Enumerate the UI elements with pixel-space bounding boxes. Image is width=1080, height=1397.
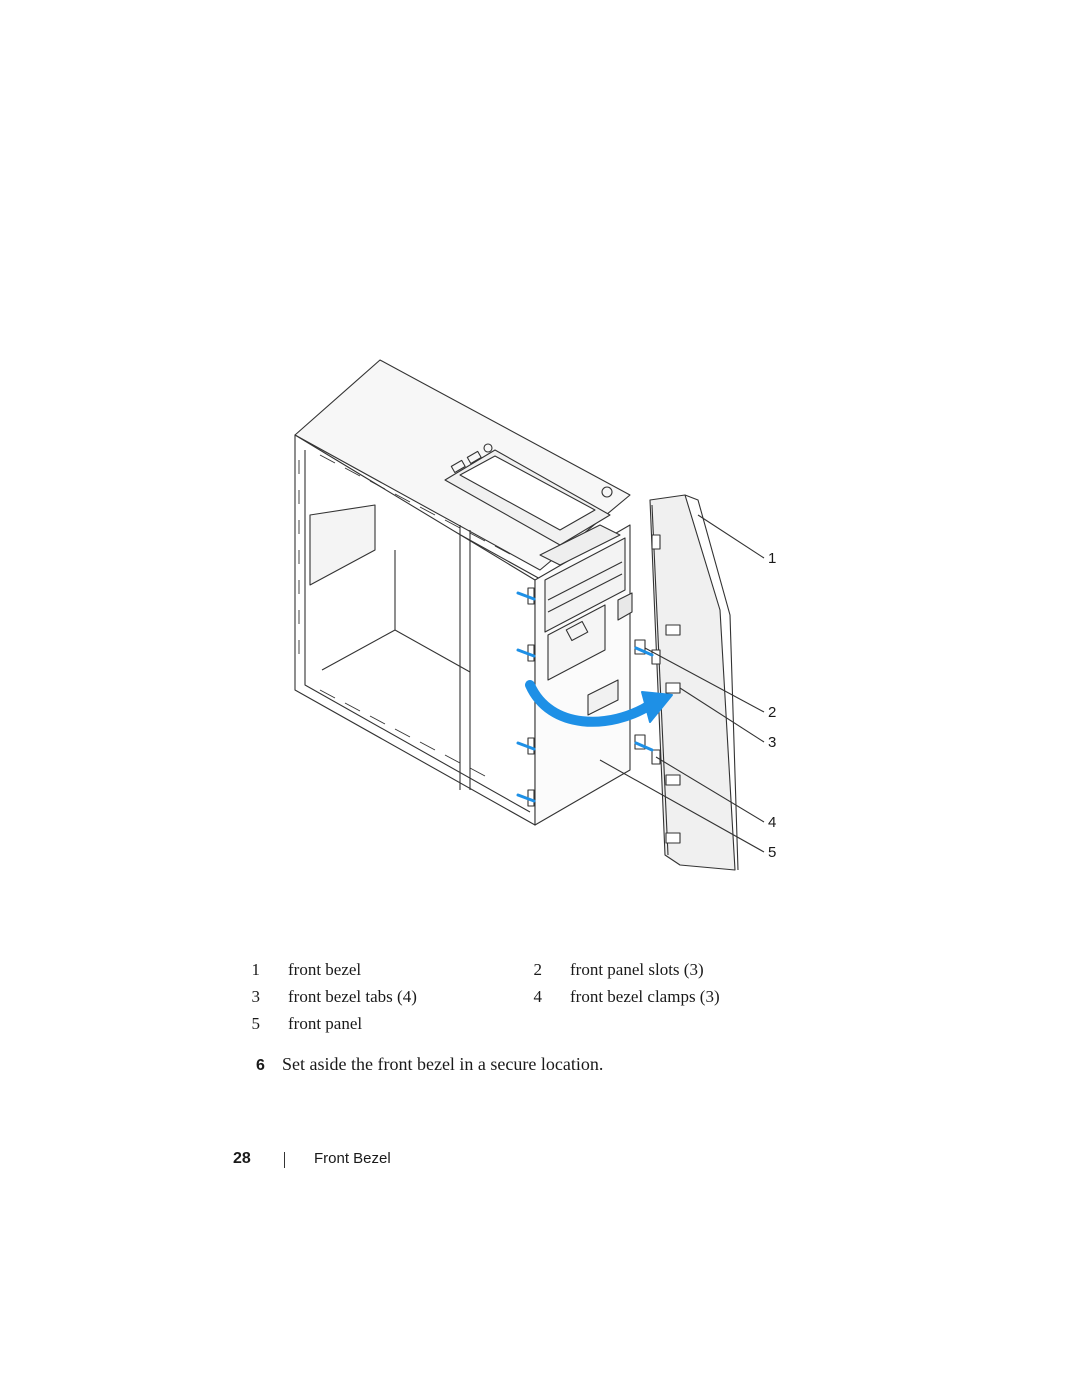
- legend-label: front panel: [288, 1014, 363, 1033]
- callout-2: 2: [768, 704, 777, 721]
- legend-number: 3: [251, 987, 261, 1006]
- legend-number: 2: [533, 960, 543, 979]
- legend-label: front bezel clamps (3): [570, 987, 720, 1006]
- legend-number: 1: [251, 960, 261, 979]
- legend-label: front panel slots (3): [570, 960, 704, 979]
- callout-3: 3: [768, 734, 777, 751]
- legend-label: front bezel: [288, 960, 362, 979]
- callout-5: 5: [768, 844, 777, 861]
- callout-1: 1: [768, 550, 777, 567]
- legend-label: front bezel tabs (4): [288, 987, 417, 1006]
- section-title: Front Bezel: [314, 1150, 391, 1167]
- legend-number: 5: [251, 1014, 261, 1033]
- footer-divider: [284, 1152, 285, 1168]
- page-number: 28: [233, 1150, 251, 1167]
- front-bezel-removal-figure: 1 2 3 4 5: [280, 350, 820, 890]
- computer-chassis-diagram: [294, 359, 765, 871]
- step-text: Set aside the front bezel in a secure lo…: [282, 1054, 604, 1074]
- legend-number: 4: [533, 987, 543, 1006]
- callout-4: 4: [768, 814, 777, 831]
- instruction-step: 6 Set aside the front bezel in a secure l…: [256, 1054, 603, 1075]
- step-number: 6: [256, 1057, 265, 1074]
